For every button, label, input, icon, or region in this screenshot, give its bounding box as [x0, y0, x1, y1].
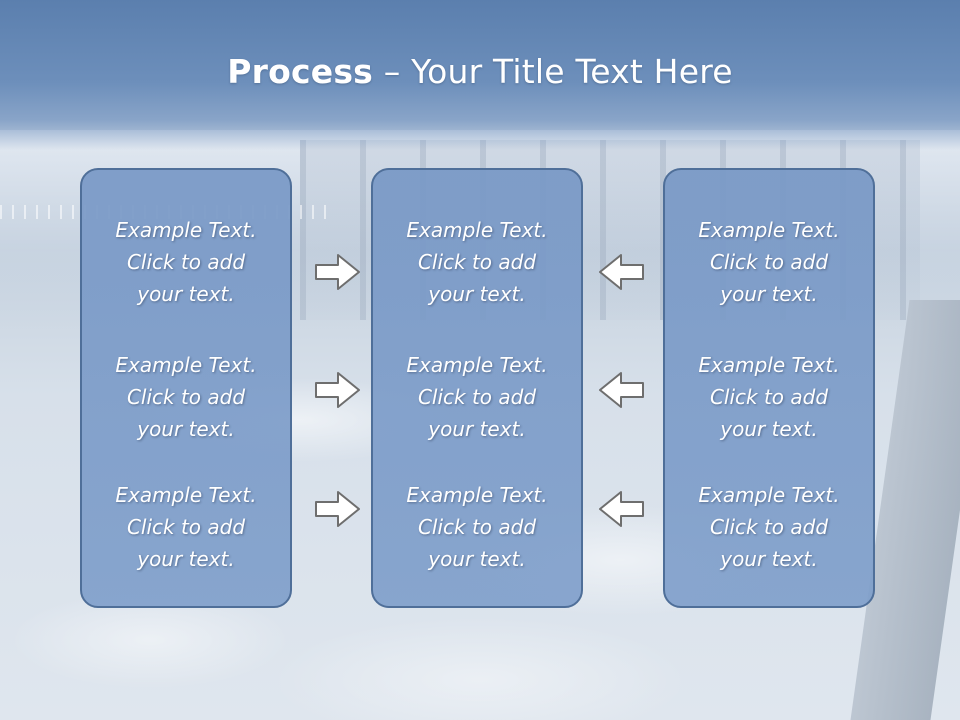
text-line: your text.: [428, 417, 526, 441]
text-line: Example Text.: [115, 218, 257, 242]
text-line: Click to add: [417, 385, 537, 409]
text-line: Example Text.: [406, 218, 548, 242]
text-placeholder[interactable]: Example Text. Click to add your text.: [665, 214, 873, 310]
arrow-right-icon: [314, 370, 362, 410]
text-line: Example Text.: [115, 483, 257, 507]
text-placeholder[interactable]: Example Text. Click to add your text.: [82, 349, 290, 445]
text-line: your text.: [137, 547, 235, 571]
text-line: your text.: [720, 282, 818, 306]
text-placeholder[interactable]: Example Text. Click to add your text.: [373, 479, 581, 575]
text-placeholder[interactable]: Example Text. Click to add your text.: [82, 479, 290, 575]
text-line: Click to add: [417, 515, 537, 539]
text-line: Example Text.: [115, 353, 257, 377]
text-line: Example Text.: [698, 218, 840, 242]
text-line: Example Text.: [406, 483, 548, 507]
text-line: Click to add: [417, 250, 537, 274]
process-box-right[interactable]: Example Text. Click to add your text. Ex…: [663, 168, 875, 608]
arrow-left-icon: [597, 252, 645, 292]
text-placeholder[interactable]: Example Text. Click to add your text.: [373, 214, 581, 310]
arrow-left-icon: [597, 370, 645, 410]
text-placeholder[interactable]: Example Text. Click to add your text.: [665, 479, 873, 575]
title-band: [0, 0, 960, 150]
text-placeholder[interactable]: Example Text. Click to add your text.: [373, 349, 581, 445]
text-line: Example Text.: [698, 483, 840, 507]
text-line: your text.: [428, 282, 526, 306]
text-placeholder[interactable]: Example Text. Click to add your text.: [82, 214, 290, 310]
text-line: Example Text.: [698, 353, 840, 377]
title-bold: Process: [227, 52, 374, 91]
process-box-left[interactable]: Example Text. Click to add your text. Ex…: [80, 168, 292, 608]
text-line: your text.: [428, 547, 526, 571]
text-line: your text.: [720, 417, 818, 441]
text-line: Click to add: [126, 385, 246, 409]
arrow-left-icon: [597, 489, 645, 529]
text-line: your text.: [720, 547, 818, 571]
text-placeholder[interactable]: Example Text. Click to add your text.: [665, 349, 873, 445]
text-line: your text.: [137, 417, 235, 441]
arrow-right-icon: [314, 489, 362, 529]
text-line: Click to add: [709, 515, 829, 539]
text-line: Example Text.: [406, 353, 548, 377]
text-line: your text.: [137, 282, 235, 306]
arrow-right-icon: [314, 252, 362, 292]
title-rest: – Your Title Text Here: [373, 52, 733, 91]
slide-title[interactable]: Process – Your Title Text Here: [0, 52, 960, 91]
process-box-center[interactable]: Example Text. Click to add your text. Ex…: [371, 168, 583, 608]
text-line: Click to add: [126, 515, 246, 539]
text-line: Click to add: [709, 250, 829, 274]
text-line: Click to add: [126, 250, 246, 274]
text-line: Click to add: [709, 385, 829, 409]
